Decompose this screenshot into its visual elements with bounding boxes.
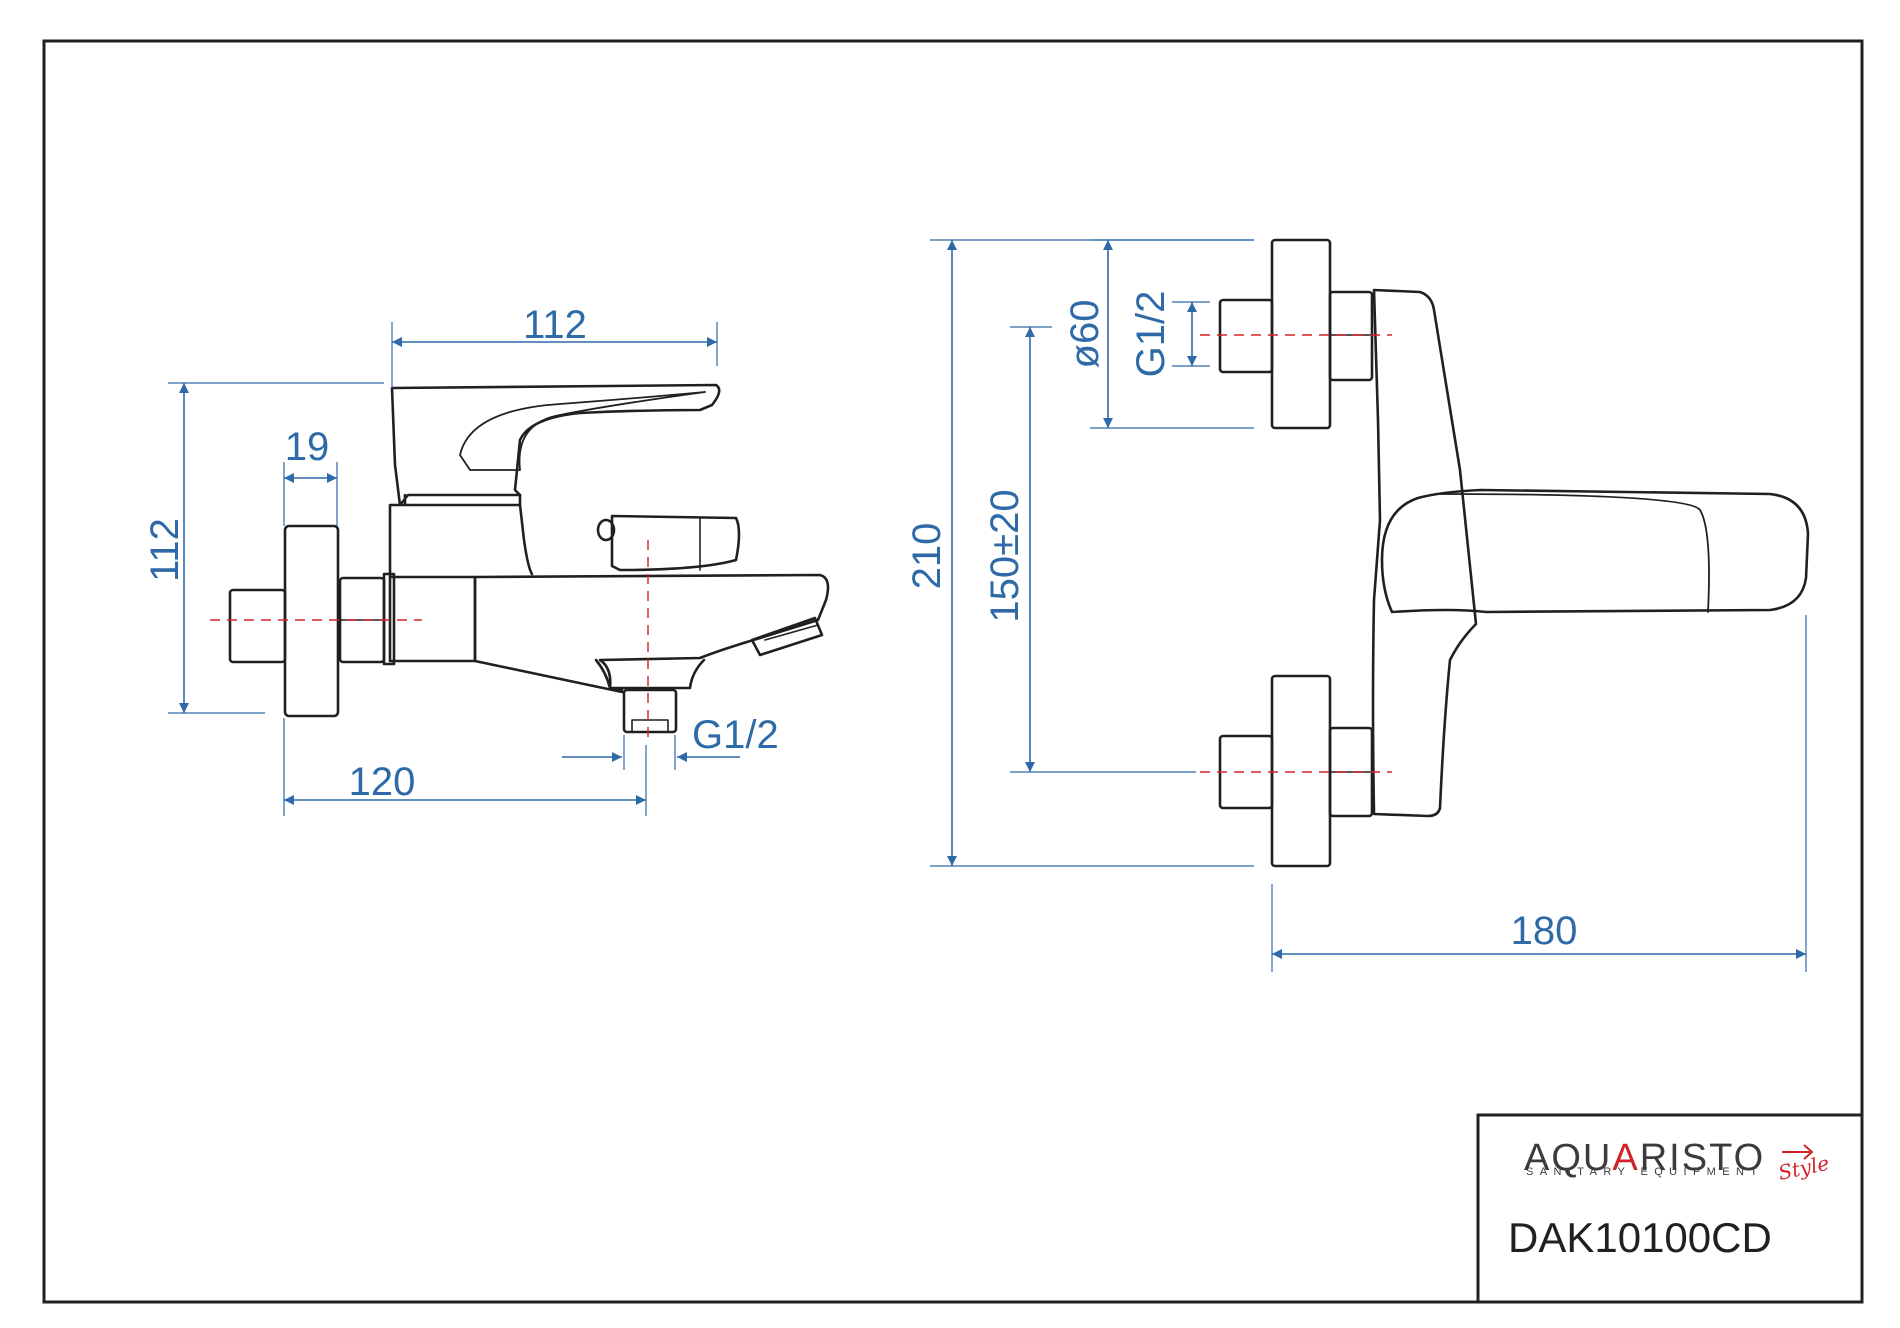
- side-outlet-neck: [594, 658, 706, 690]
- brand-name-pre: AQU: [1524, 1137, 1612, 1179]
- dim-projection: 120: [349, 760, 416, 804]
- dim-center-distance: 150±20: [983, 489, 1027, 622]
- brand-tagline: SANITARY EQUIPMENT: [1526, 1166, 1763, 1178]
- brand-script: Style: [1776, 1151, 1831, 1185]
- front-view: 210 150±20 ø60 G1/2 180: [905, 238, 1810, 972]
- svg-text:AQUARISTO: AQUARISTO: [1524, 1137, 1765, 1179]
- front-lever: [1380, 488, 1810, 614]
- side-spout: [473, 573, 830, 694]
- dim-handle-width: 112: [523, 303, 587, 347]
- dim-depth: 180: [1511, 909, 1578, 953]
- front-flange-bottom: [1270, 674, 1332, 868]
- brand-name-post: RISTO: [1640, 1137, 1765, 1179]
- side-aerator: [750, 616, 824, 657]
- title-block-border: [1476, 1113, 1864, 1304]
- dim-diameter: ø60: [1063, 300, 1107, 369]
- product-code: DAK10100CD: [1508, 1214, 1772, 1261]
- front-nut-top: [1328, 290, 1374, 382]
- side-wall-flange: [283, 524, 340, 718]
- dim-height: 112: [143, 518, 187, 582]
- front-body: [1371, 288, 1478, 818]
- side-inlet-pipe: [228, 588, 287, 664]
- brand-name-accent: A: [1612, 1137, 1639, 1179]
- side-cartridge: [388, 503, 534, 579]
- arrow-icon: [1782, 1144, 1814, 1160]
- front-pipe-top: [1218, 298, 1274, 374]
- side-diverter: [610, 514, 741, 572]
- side-body: [388, 575, 477, 663]
- dim-outlet-thread: G1/2: [692, 713, 779, 757]
- dim-total-height: 210: [905, 523, 949, 590]
- side-lever: [390, 383, 721, 507]
- drawing-frame: [42, 39, 1864, 1304]
- front-pipe-bottom: [1218, 734, 1274, 810]
- dim-inlet-thread: G1/2: [1129, 291, 1173, 378]
- title-block: AQUARISTO SANITARY EQUIPMENT Style DAK10…: [1476, 1113, 1864, 1304]
- side-view: 112 112 19 120 G1/2: [143, 303, 830, 816]
- brand-logo: AQUARISTO SANITARY EQUIPMENT Style: [1524, 1137, 1831, 1185]
- front-flange-top: [1270, 238, 1332, 430]
- dim-flange: 19: [285, 425, 330, 469]
